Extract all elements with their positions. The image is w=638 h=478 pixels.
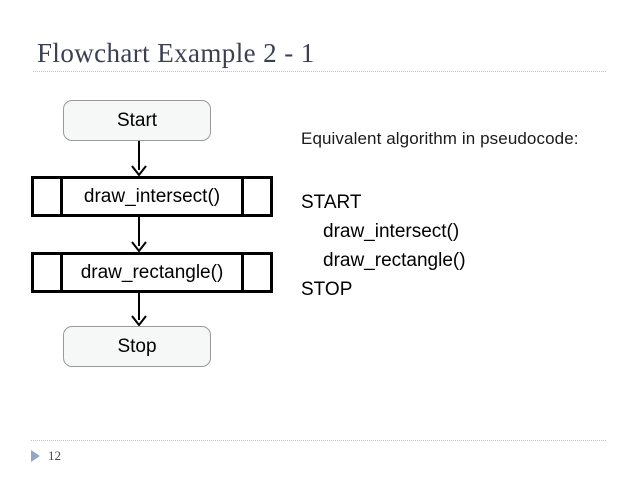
predefined-process-rail-right (241, 179, 244, 214)
flow-node-draw-intersect: draw_intersect() (31, 176, 273, 217)
flow-connector-rectangle-to-stop (131, 293, 147, 326)
flow-node-draw-rectangle: draw_rectangle() (31, 252, 273, 293)
pseudocode-line-draw-intersect: draw_intersect() (323, 221, 460, 242)
page-number: 12 (48, 448, 61, 463)
page-title: Flowchart Example 2 - 1 (37, 38, 315, 68)
flow-node-draw-rectangle-label: draw_rectangle() (80, 261, 224, 283)
down-arrow-icon (131, 165, 147, 176)
flow-connector-start-to-intersect (131, 141, 147, 176)
footer-divider (31, 440, 606, 441)
predefined-process-rail-left (60, 255, 63, 290)
title-divider (33, 71, 606, 72)
pseudocode-line-draw-rectangle: draw_rectangle() (323, 250, 466, 271)
predefined-process-rail-left (60, 179, 63, 214)
flow-node-draw-intersect-label: draw_intersect() (83, 185, 221, 207)
flow-connector-intersect-to-rectangle (131, 217, 147, 252)
predefined-process-rail-right (241, 255, 244, 290)
pseudocode-line-start: START (301, 192, 362, 213)
down-arrow-icon (131, 241, 147, 252)
pseudocode-line-stop: STOP (301, 279, 353, 300)
connector-shaft (138, 217, 140, 246)
down-arrow-icon (131, 315, 147, 326)
flow-node-start-label: Start (116, 109, 158, 131)
flowchart-diagram: Start draw_intersect() draw_rectangle() … (0, 0, 300, 400)
connector-shaft (138, 293, 140, 320)
flow-node-stop-label: Stop (117, 335, 157, 357)
pseudocode-heading: Equivalent algorithm in pseudocode: (301, 129, 579, 148)
flow-node-stop: Stop (63, 326, 211, 367)
pseudocode-block: START draw_intersect() draw_rectangle() … (301, 188, 466, 304)
triangle-bullet-icon (31, 450, 40, 462)
connector-shaft (138, 141, 140, 170)
flow-node-start: Start (63, 100, 211, 141)
